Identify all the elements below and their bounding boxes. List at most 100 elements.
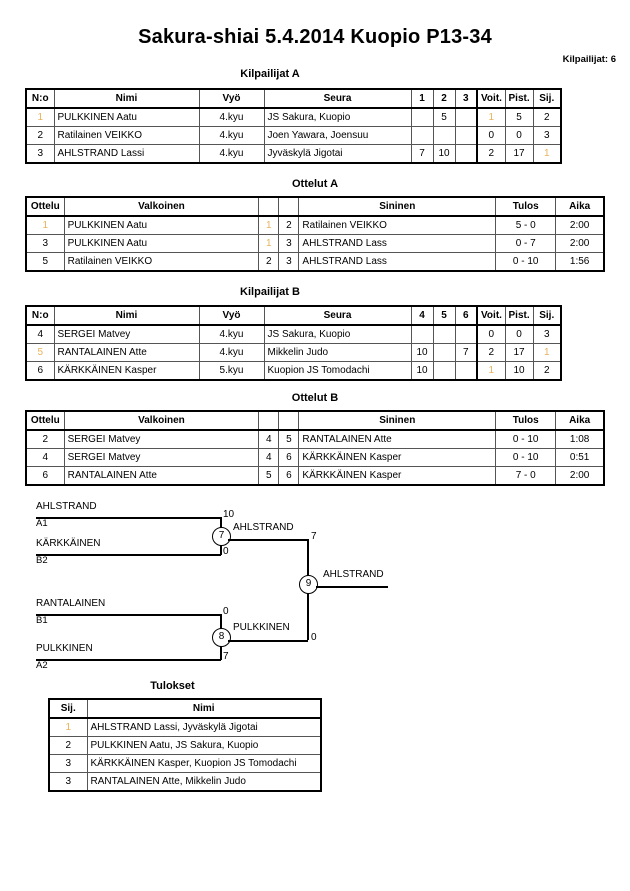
cell-result: 7 - 0 [495,466,557,486]
cell-blue-number: 5 [278,429,300,449]
cell-rank: 1 [532,343,562,362]
cell-number: 3 [25,144,55,164]
col-header-tulos: Tulos [495,196,557,217]
bracket-final-winner: AHLSTRAND [323,569,384,580]
col-header-sij: Sij. [532,305,562,326]
col-header-vy: Vyö [198,88,265,109]
cell-rank: 2 [48,736,88,755]
cell-blue-number: 6 [278,466,300,486]
cell-time: 0:51 [555,448,605,467]
cell-score-1: 10 [410,343,434,362]
bracket-line [36,517,221,519]
bracket-diagram: AHLSTRAND A1 10 KÄRKKÄINEN B2 0 7 AHLSTR… [0,495,630,675]
matches-a-title: Ottelut A [291,178,339,190]
cell-result: 0 - 10 [495,429,557,449]
cell-score-3: 7 [454,343,478,362]
cell-blue-name: AHLSTRAND Lass [298,234,497,253]
cell-score-2: 5 [432,107,456,127]
cell-blue-name: AHLSTRAND Lass [298,252,497,272]
col-header-5: 5 [432,305,456,326]
bracket-line [36,659,221,661]
cell-match-number: 4 [25,448,65,467]
cell-name: PULKKINEN Aatu [53,107,200,127]
bracket-node-9: 9 [299,575,318,594]
cell-points: 17 [504,343,534,362]
col-header-2: 2 [432,88,456,109]
cell-time: 1:08 [555,429,605,449]
bracket-semi2-winner-score: 0 [311,632,317,643]
col-header-seura: Seura [263,88,412,109]
cell-number: 6 [25,361,55,381]
col-header-6: 6 [454,305,478,326]
cell-rank: 1 [532,144,562,164]
cell-score-1: 10 [410,361,434,381]
cell-score-2: 10 [432,144,456,164]
matches-b-title: Ottelut B [291,392,339,404]
col-header-no: N:o [25,88,55,109]
cell-name: AHLSTRAND Lassi, Jyväskylä Jigotai [86,717,322,737]
cell-match-number: 1 [25,215,65,235]
bracket-node-7: 7 [212,527,231,546]
cell-white-name: PULKKINEN Aatu [63,215,260,235]
cell-belt: 4.kyu [198,343,265,362]
page-title: Sakura-shiai 5.4.2014 Kuopio P13-34 [138,26,492,48]
cell-blue-number: 2 [278,215,300,235]
col-header-blank3 [278,196,300,217]
cell-match-number: 3 [25,234,65,253]
cell-score-3 [454,126,478,145]
cell-rank: 1 [48,717,88,737]
cell-white-number: 4 [258,429,280,449]
pool-b-title: Kilpailijat B [240,286,300,298]
col-header-sininen: Sininen [298,196,497,217]
cell-score-2 [432,126,456,145]
cell-name: RANTALAINEN Atte [53,343,200,362]
cell-number: 1 [25,107,55,127]
cell-white-name: SERGEI Matvey [63,448,260,467]
col-header-nimi: Nimi [53,88,200,109]
cell-time: 2:00 [555,215,605,235]
col-header-pist: Pist. [504,305,534,326]
cell-rank: 3 [48,772,88,792]
bracket-semi1-top-name: AHLSTRAND [36,501,97,512]
cell-rank: 2 [532,107,562,127]
cell-white-number: 2 [258,252,280,272]
cell-belt: 5.kyu [198,361,265,381]
cell-wins: 0 [476,126,506,145]
cell-name: KÄRKKÄINEN Kasper, Kuopion JS Tomodachi [86,754,322,773]
col-header-vy: Vyö [198,305,265,326]
cell-match-number: 5 [25,252,65,272]
bracket-line [228,640,308,642]
cell-number: 4 [25,324,55,344]
cell-score-1 [410,324,434,344]
cell-name: AHLSTRAND Lassi [53,144,200,164]
cell-score-3 [454,324,478,344]
cell-number: 2 [25,126,55,145]
cell-points: 5 [504,107,534,127]
cell-match-number: 2 [25,429,65,449]
bracket-line [316,586,388,588]
col-header-seura: Seura [263,305,412,326]
bracket-semi1-bottom-score: 0 [223,546,229,557]
cell-wins: 1 [476,361,506,381]
cell-result: 0 - 10 [495,448,557,467]
bracket-semi2-top-name: RANTALAINEN [36,598,106,609]
cell-blue-name: KÄRKKÄINEN Kasper [298,466,497,486]
cell-rank: 2 [532,361,562,381]
cell-belt: 4.kyu [198,126,265,145]
cell-white-name: PULKKINEN Aatu [63,234,260,253]
